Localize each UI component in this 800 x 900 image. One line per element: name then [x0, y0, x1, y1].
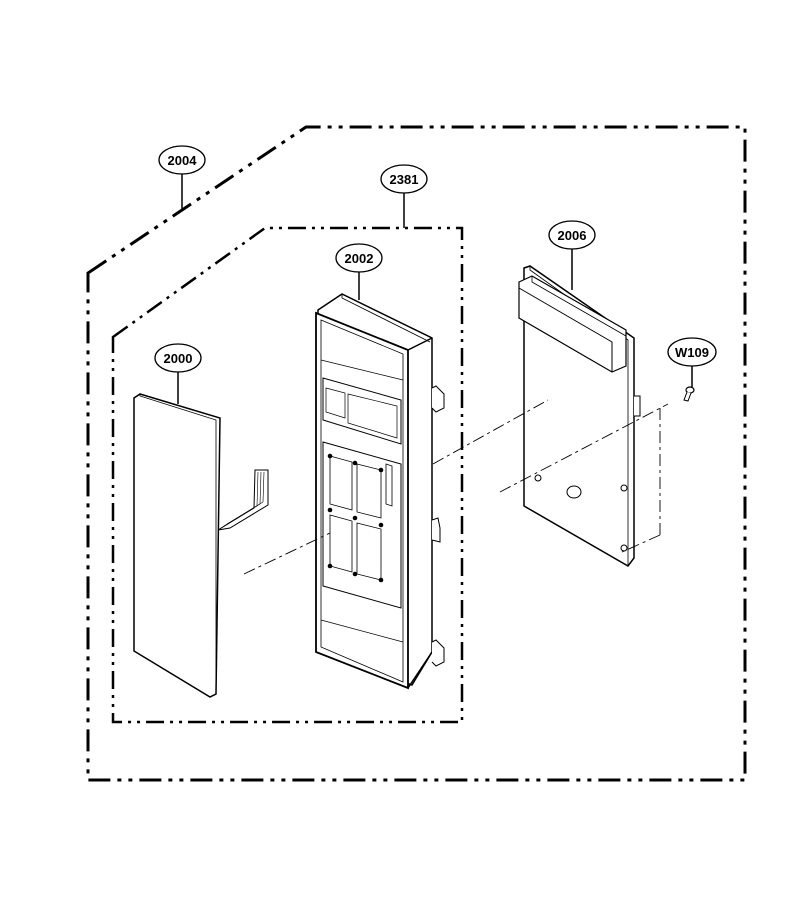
- outer-assembly-boundary: [86, 125, 747, 782]
- screw-part-w109: [683, 386, 695, 402]
- inner-assembly-boundary: [111, 226, 464, 724]
- callout-2002: 2002: [335, 243, 383, 273]
- pcb-part-2006: [518, 265, 641, 567]
- svg-text:W109: W109: [675, 345, 709, 360]
- callout-2000: 2000: [154, 343, 202, 373]
- callout-2006: 2006: [548, 220, 596, 250]
- callout-leaders: [177, 174, 693, 404]
- callout-2381: 2381: [380, 164, 428, 194]
- svg-text:2002: 2002: [345, 251, 374, 266]
- callout-2004: 2004: [158, 145, 206, 175]
- assembly-center-lines: [243, 399, 669, 575]
- svg-text:2006: 2006: [558, 228, 587, 243]
- svg-text:2381: 2381: [390, 172, 419, 187]
- svg-text:2000: 2000: [164, 351, 193, 366]
- membrane-sheet-part-2000: [133, 393, 269, 698]
- callout-w109: W109: [667, 337, 717, 367]
- control-panel-frame-part-2002: [315, 293, 445, 690]
- svg-text:2004: 2004: [168, 153, 198, 168]
